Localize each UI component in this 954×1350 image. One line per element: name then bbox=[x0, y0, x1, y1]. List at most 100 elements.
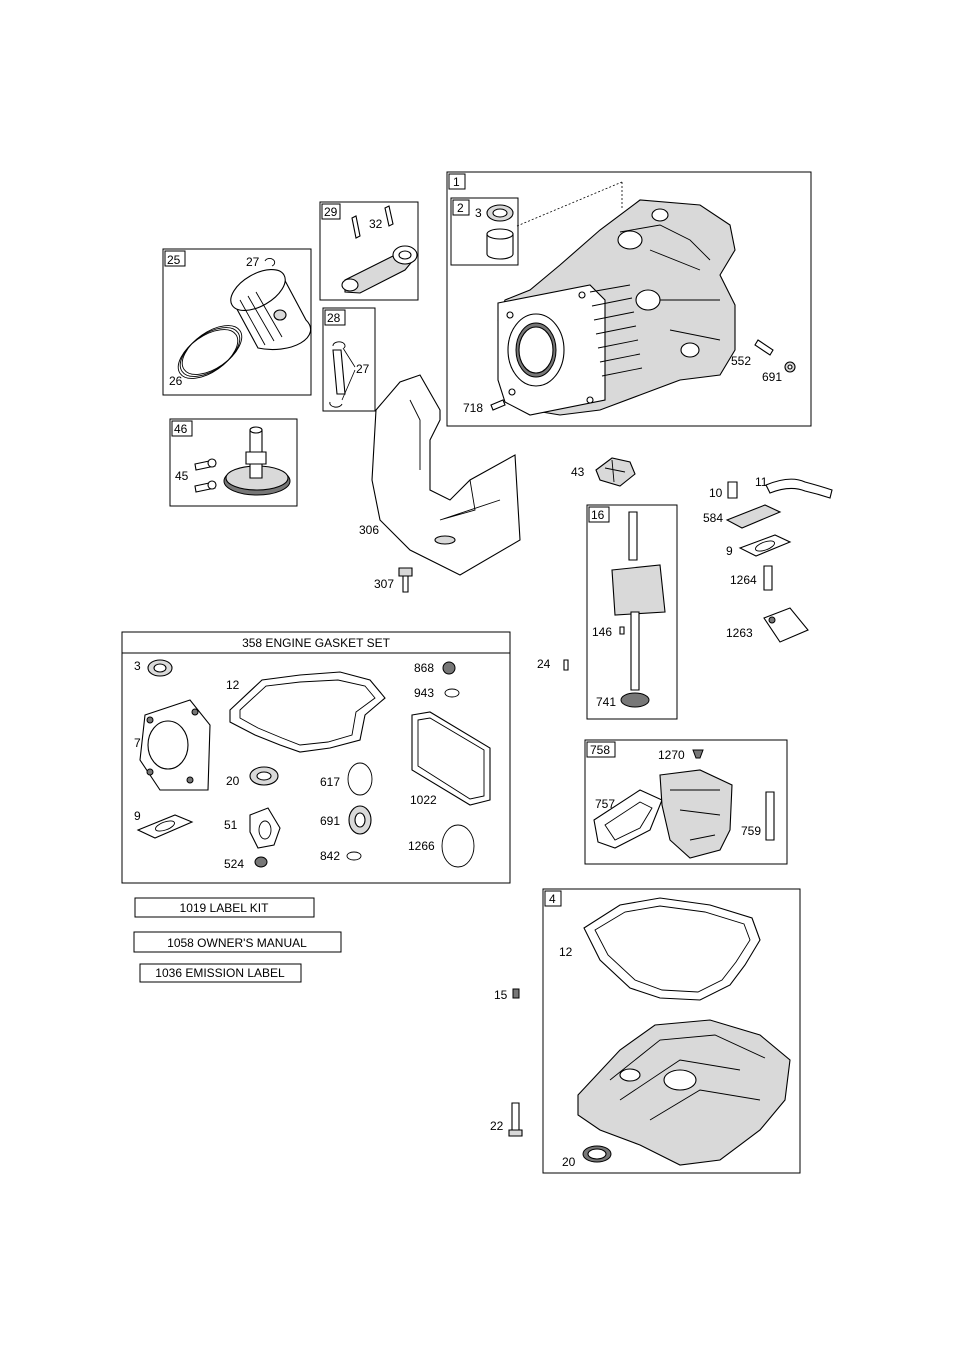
group-1-cylinder-assembly: 1 2 3 bbox=[447, 172, 811, 426]
circlip bbox=[333, 342, 345, 348]
gasket-9 bbox=[138, 815, 192, 838]
oring-1266 bbox=[442, 825, 474, 867]
plug-15 bbox=[513, 989, 519, 998]
screw-1270 bbox=[693, 750, 703, 758]
wrist-pin bbox=[333, 350, 345, 394]
group-16-tag: 16 bbox=[591, 508, 605, 522]
group-29-tag: 29 bbox=[324, 205, 338, 219]
part-label-20: 20 bbox=[226, 774, 240, 788]
group-25-piston: 25 27 26 bbox=[163, 249, 311, 395]
group-4-oil-sump: 4 12 20 bbox=[543, 889, 800, 1173]
part-label-9: 9 bbox=[134, 809, 141, 823]
part-label-26: 26 bbox=[169, 374, 183, 388]
shaft-759 bbox=[766, 792, 774, 840]
owners-manual-text: 1058 OWNER'S MANUAL bbox=[167, 936, 307, 950]
key-146 bbox=[620, 627, 624, 634]
gear-741 bbox=[621, 693, 649, 707]
part-label-1270: 1270 bbox=[658, 748, 685, 762]
oil-pump-body bbox=[660, 770, 732, 858]
bolt-head bbox=[509, 1130, 522, 1136]
part-label-9: 9 bbox=[726, 544, 733, 558]
bolt-10 bbox=[728, 482, 737, 498]
part-label-842: 842 bbox=[320, 849, 340, 863]
pin-head bbox=[208, 481, 216, 489]
engine-gasket-set: 358 ENGINE GASKET SET 3 12 868 943 7 20 … bbox=[122, 632, 510, 883]
part-label-146: 146 bbox=[592, 625, 612, 639]
group-2-tag: 2 bbox=[457, 201, 464, 215]
gasket-51 bbox=[250, 808, 280, 848]
part-label-718: 718 bbox=[463, 401, 483, 415]
emission-label-text: 1036 EMISSION LABEL bbox=[155, 966, 285, 980]
part-label-868: 868 bbox=[414, 661, 434, 675]
leader-dashed bbox=[517, 182, 622, 226]
part-label-10: 10 bbox=[709, 486, 723, 500]
bolt-307 bbox=[399, 568, 412, 592]
bolt-1264 bbox=[764, 566, 772, 590]
part-label-20: 20 bbox=[562, 1155, 576, 1169]
sump-boss bbox=[620, 1069, 640, 1081]
dowel-718 bbox=[491, 400, 505, 410]
part-label-617: 617 bbox=[320, 775, 340, 789]
crankcase-gasket-12 bbox=[230, 672, 385, 752]
part-label-32: 32 bbox=[369, 217, 383, 231]
circlip bbox=[265, 258, 275, 266]
group-28-wrist-pin: 28 27 bbox=[323, 308, 375, 411]
crankshaft-webs bbox=[612, 565, 665, 615]
part-label-22: 22 bbox=[490, 1119, 504, 1133]
part-label-691: 691 bbox=[320, 814, 340, 828]
pin-head bbox=[208, 459, 216, 467]
group-758-oil-pump: 758 1270 757 759 bbox=[585, 740, 787, 864]
oring-943 bbox=[445, 689, 459, 697]
part-label-741: 741 bbox=[596, 695, 616, 709]
part-label-11: 11 bbox=[755, 475, 768, 489]
part-label-584: 584 bbox=[703, 511, 723, 525]
oring-842 bbox=[347, 852, 361, 860]
seal-hole bbox=[154, 664, 166, 672]
rod-bolt bbox=[385, 206, 393, 226]
part-label-51: 51 bbox=[224, 818, 238, 832]
rod-bolt bbox=[352, 216, 360, 238]
group-758-tag: 758 bbox=[590, 743, 610, 757]
group-46-tag: 46 bbox=[174, 422, 188, 436]
group-29-connecting-rod: 29 32 bbox=[320, 202, 418, 300]
gasket-1022 bbox=[412, 712, 490, 805]
crankshaft-end bbox=[629, 512, 637, 560]
sleeve-part bbox=[487, 229, 513, 259]
seal-hole bbox=[257, 772, 271, 780]
kit-label-boxes: 1019 LABEL KIT 1058 OWNER'S MANUAL 1036 … bbox=[134, 898, 341, 982]
part-label-27: 27 bbox=[246, 255, 260, 269]
plate-1263 bbox=[764, 608, 808, 642]
dowel-pin-552 bbox=[755, 340, 773, 355]
oil-sump-body bbox=[578, 1020, 790, 1165]
part-label-12: 12 bbox=[559, 945, 573, 959]
connecting-rod bbox=[342, 246, 417, 293]
part-label-759: 759 bbox=[741, 824, 761, 838]
part-label-1263: 1263 bbox=[726, 626, 753, 640]
group-28-tag: 28 bbox=[327, 311, 341, 325]
part-label-45: 45 bbox=[175, 469, 189, 483]
part-label-552: 552 bbox=[731, 354, 751, 368]
circlip bbox=[330, 402, 342, 407]
breather-tube-11 bbox=[766, 479, 832, 498]
part-label-691: 691 bbox=[762, 370, 782, 384]
part-label-27: 27 bbox=[356, 362, 370, 376]
group-4-tag: 4 bbox=[549, 892, 556, 906]
governor-part-43 bbox=[596, 458, 635, 486]
group-1-tag: 1 bbox=[453, 175, 460, 189]
part-label-943: 943 bbox=[414, 686, 434, 700]
seal-524 bbox=[255, 857, 267, 867]
part-label-7: 7 bbox=[134, 736, 141, 750]
part-label-306: 306 bbox=[359, 523, 379, 537]
part-label-12: 12 bbox=[226, 678, 240, 692]
seal-hole bbox=[355, 813, 365, 827]
sump-gasket-12 bbox=[584, 898, 760, 1000]
group-16-crankshaft: 16 bbox=[587, 505, 677, 719]
valve-seal-868 bbox=[443, 662, 455, 674]
seal-part bbox=[487, 205, 513, 221]
group-46-camshaft: 46 45 bbox=[170, 419, 297, 506]
oring-617 bbox=[348, 763, 372, 795]
cylinder-block bbox=[498, 200, 735, 415]
gasket-set-title: 358 ENGINE GASKET SET bbox=[242, 636, 391, 650]
group-46-frame bbox=[170, 419, 297, 506]
